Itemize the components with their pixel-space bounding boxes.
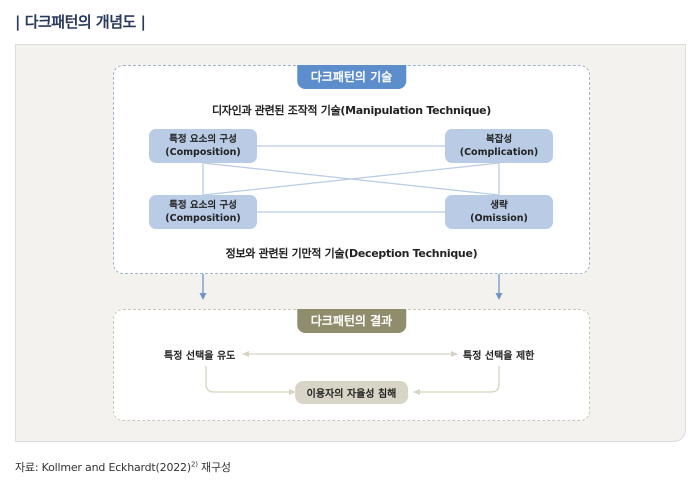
node-complication: 복잡성 (Complication) [445, 129, 553, 163]
left-elbow-line [205, 366, 292, 393]
results-header: 다크패턴의 결과 [296, 309, 407, 333]
double-arrow-right-head [451, 351, 458, 357]
node-sublabel: (Composition) [165, 213, 241, 224]
page-title: | 다크패턴의 개념도 | [15, 13, 146, 31]
node-label: 복잡성 [485, 134, 513, 145]
connector-cross-2 [202, 162, 500, 196]
node-label: 생략 [490, 200, 508, 211]
results-box: 다크패턴의 결과 특정 선택을 유도 특정 선택을 제한 이용자의 자율성 침해 [113, 309, 590, 421]
result-autonomy-violation: 이용자의 자율성 침해 [294, 381, 409, 404]
techniques-header: 다크패턴의 기술 [296, 65, 407, 89]
left-elbow-arrow-head [289, 389, 296, 395]
double-arrow-left-head [242, 351, 249, 357]
footnote-marker: 2) [190, 460, 198, 469]
node-composition-top: 특정 요소의 구성 (Composition) [149, 129, 257, 163]
source-caption: 자료: Kollmer and Eckhardt(2022)2) 재구성 [15, 459, 231, 475]
source-suffix: 재구성 [197, 461, 231, 474]
diagram-panel: 다크패턴의 기술 디자인과 관련된 조작적 기술(Manipulation Te… [15, 44, 686, 442]
result-induce-choice: 특정 선택을 유도 [164, 351, 236, 362]
node-composition-bottom: 특정 요소의 구성 (Composition) [149, 195, 257, 229]
source-text: 자료: Kollmer and Eckhardt(2022) [15, 461, 191, 474]
technique-connectors [202, 145, 500, 213]
result-restrict-choice: 특정 선택을 제한 [463, 351, 535, 362]
node-sublabel: (Composition) [165, 147, 241, 158]
node-omission: 생략 (Omission) [445, 195, 553, 229]
down-arrow-left-head [199, 293, 207, 300]
result-connectors [205, 351, 500, 395]
node-label: 특정 요소의 구성 [169, 200, 237, 211]
node-sublabel: (Complication) [459, 147, 539, 158]
right-elbow-arrow-head [413, 389, 420, 395]
manipulation-technique-label: 디자인과 관련된 조작적 기술(Manipulation Technique) [211, 104, 492, 117]
techniques-box: 다크패턴의 기술 디자인과 관련된 조작적 기술(Manipulation Te… [113, 65, 590, 274]
node-sublabel: (Omission) [470, 213, 528, 224]
right-elbow-line [417, 366, 500, 393]
deception-technique-label: 정보와 관련된 기만적 기술(Deception Technique) [225, 247, 478, 260]
down-arrow-right-head [495, 293, 503, 300]
down-arrows [199, 274, 503, 300]
node-label: 특정 요소의 구성 [169, 134, 237, 145]
